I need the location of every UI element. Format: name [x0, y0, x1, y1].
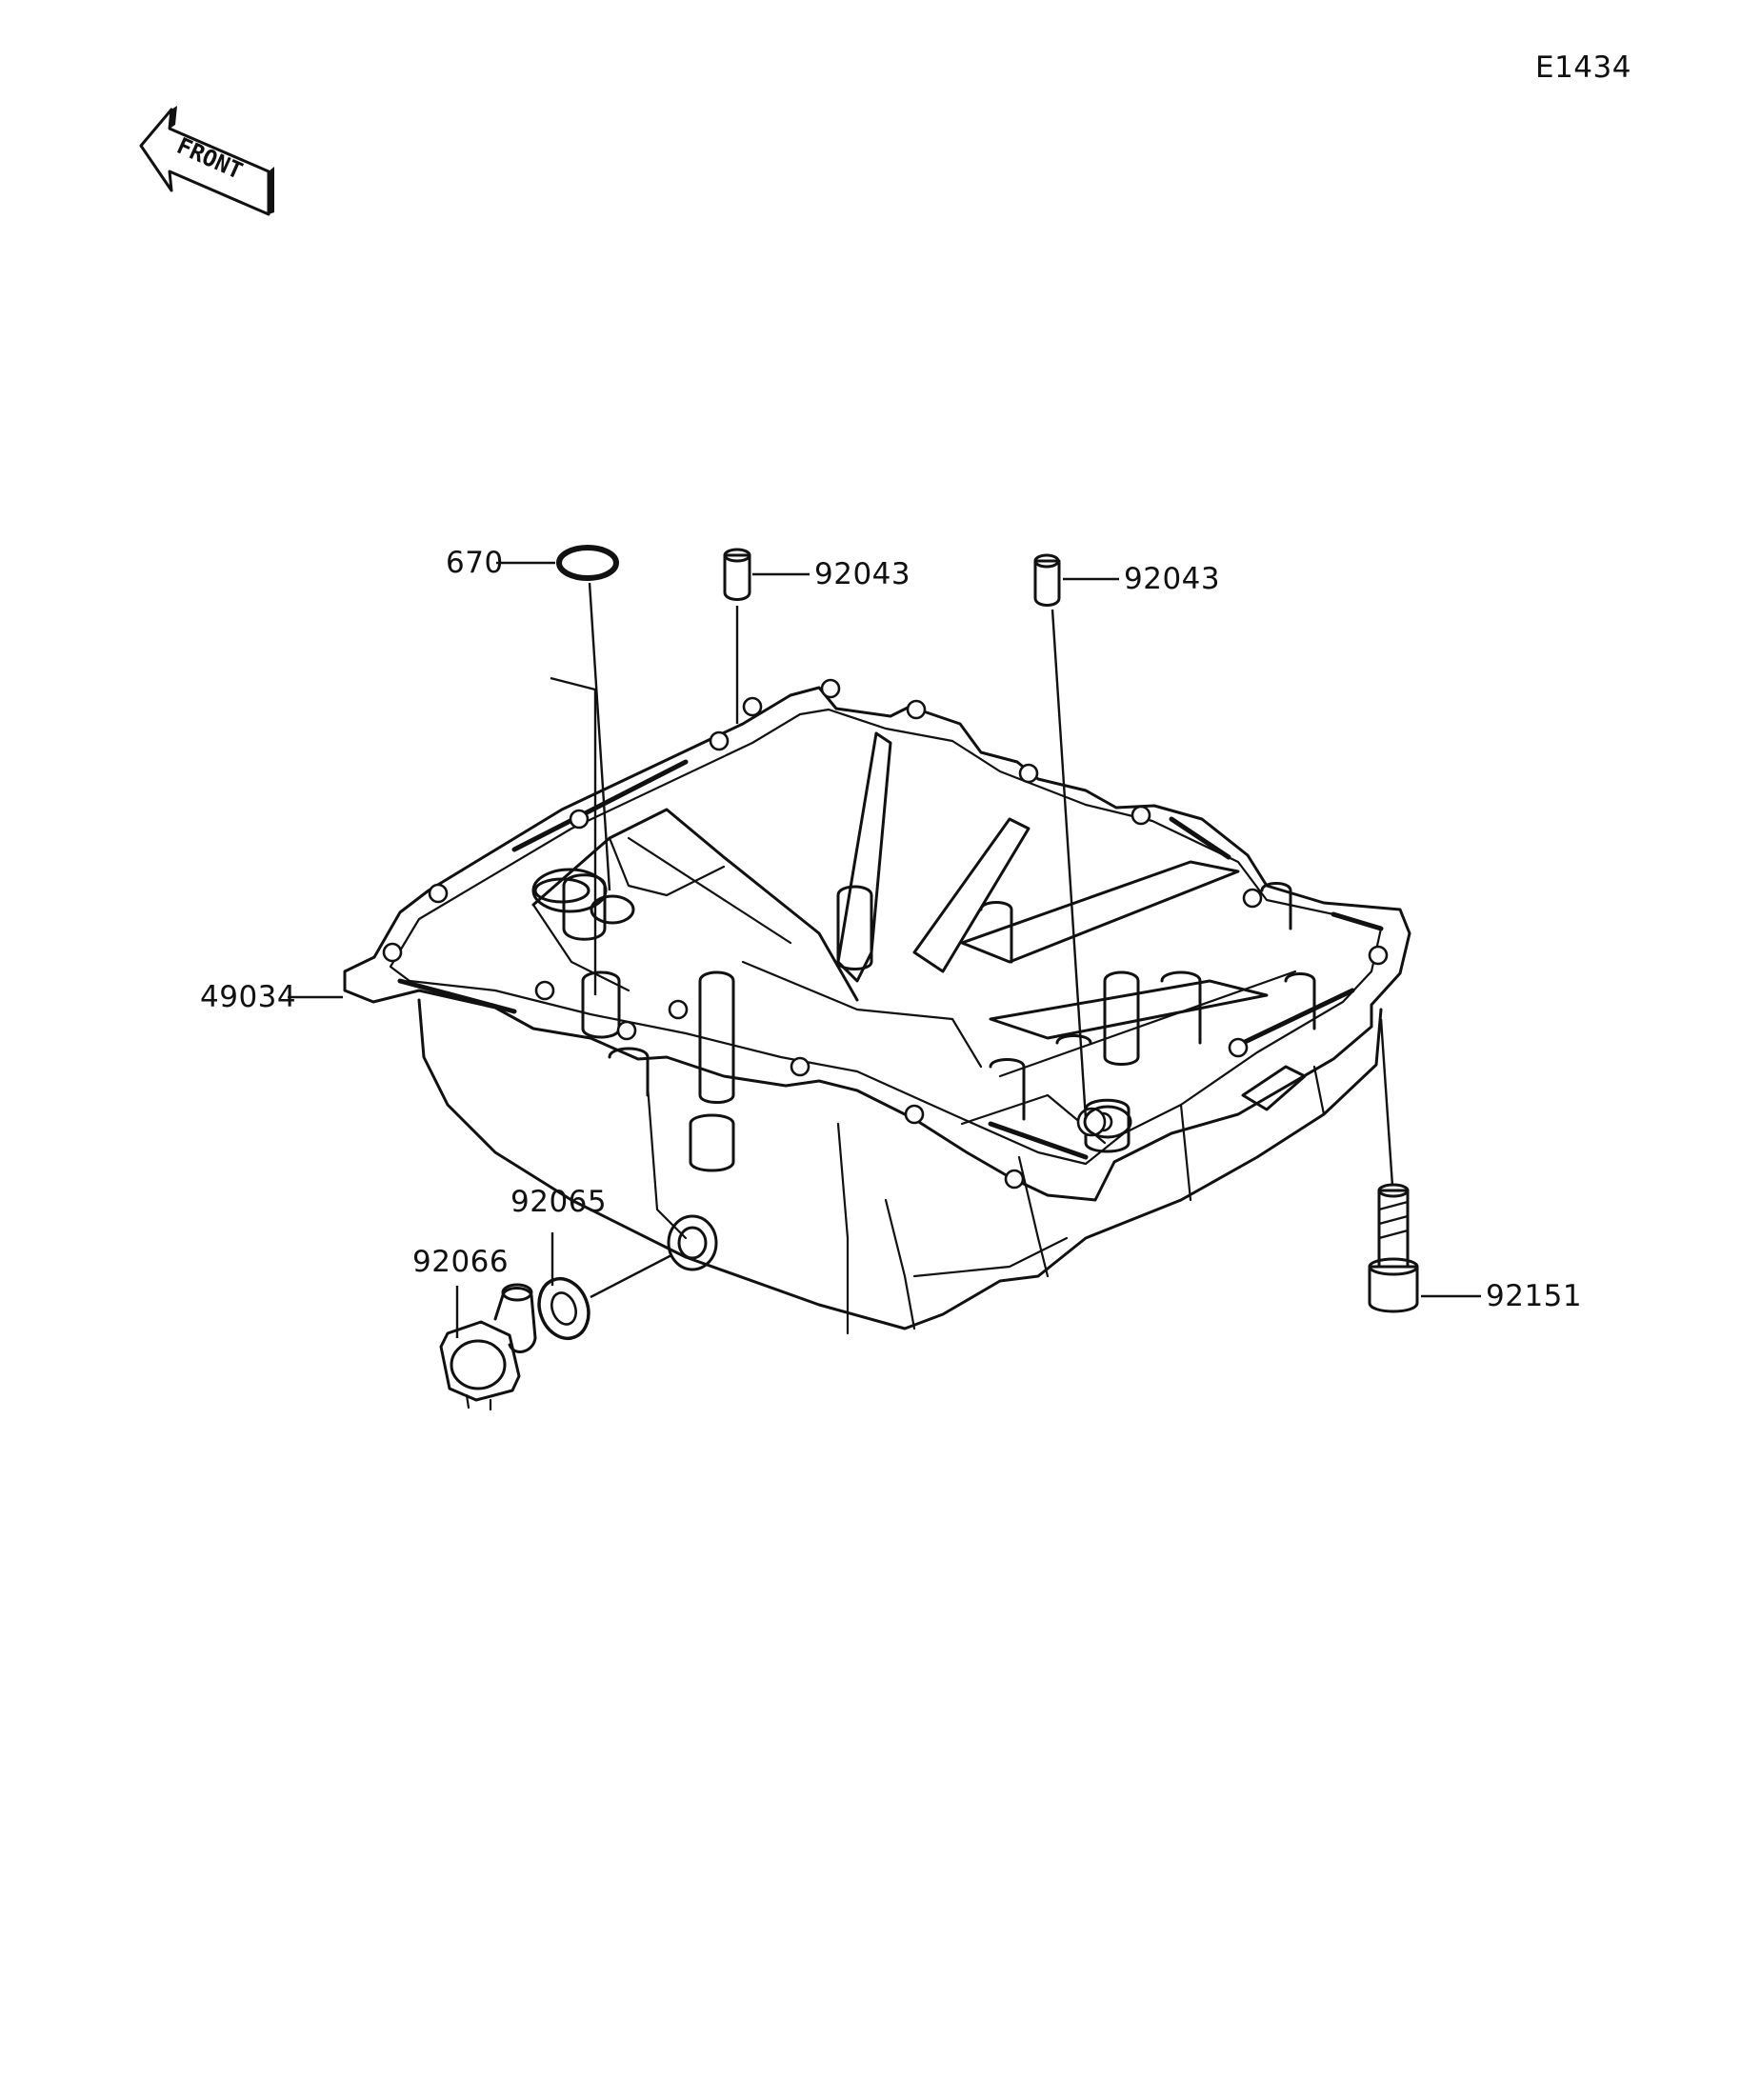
o-ring-part: [556, 545, 619, 581]
part-label-washer[interactable]: 92065: [510, 1185, 608, 1219]
drain-plug-part: [439, 1283, 537, 1411]
oil-pan: [343, 678, 1411, 1335]
part-label-dowel-pin-right[interactable]: 92043: [1124, 562, 1221, 596]
bolt-part: [1368, 1183, 1419, 1313]
dowel-pin-left: [723, 548, 751, 601]
part-label-dowel-pin-left[interactable]: 92043: [814, 557, 911, 591]
flange-bolt-holes: [382, 678, 1389, 1190]
dowel-pin-right: [1033, 553, 1061, 607]
part-label-bolt[interactable]: 92151: [1486, 1279, 1583, 1313]
part-label-o-ring[interactable]: 670: [446, 546, 504, 580]
front-arrow-icon: FRONT: [139, 106, 274, 216]
washer-part: [537, 1276, 590, 1341]
pan-bosses: [533, 873, 1316, 1172]
part-label-oil-pan[interactable]: 49034: [200, 980, 297, 1014]
part-label-drain-plug[interactable]: 92066: [412, 1245, 510, 1279]
leader-lines: [288, 561, 1481, 1338]
figure-code: E1434: [1535, 50, 1631, 85]
